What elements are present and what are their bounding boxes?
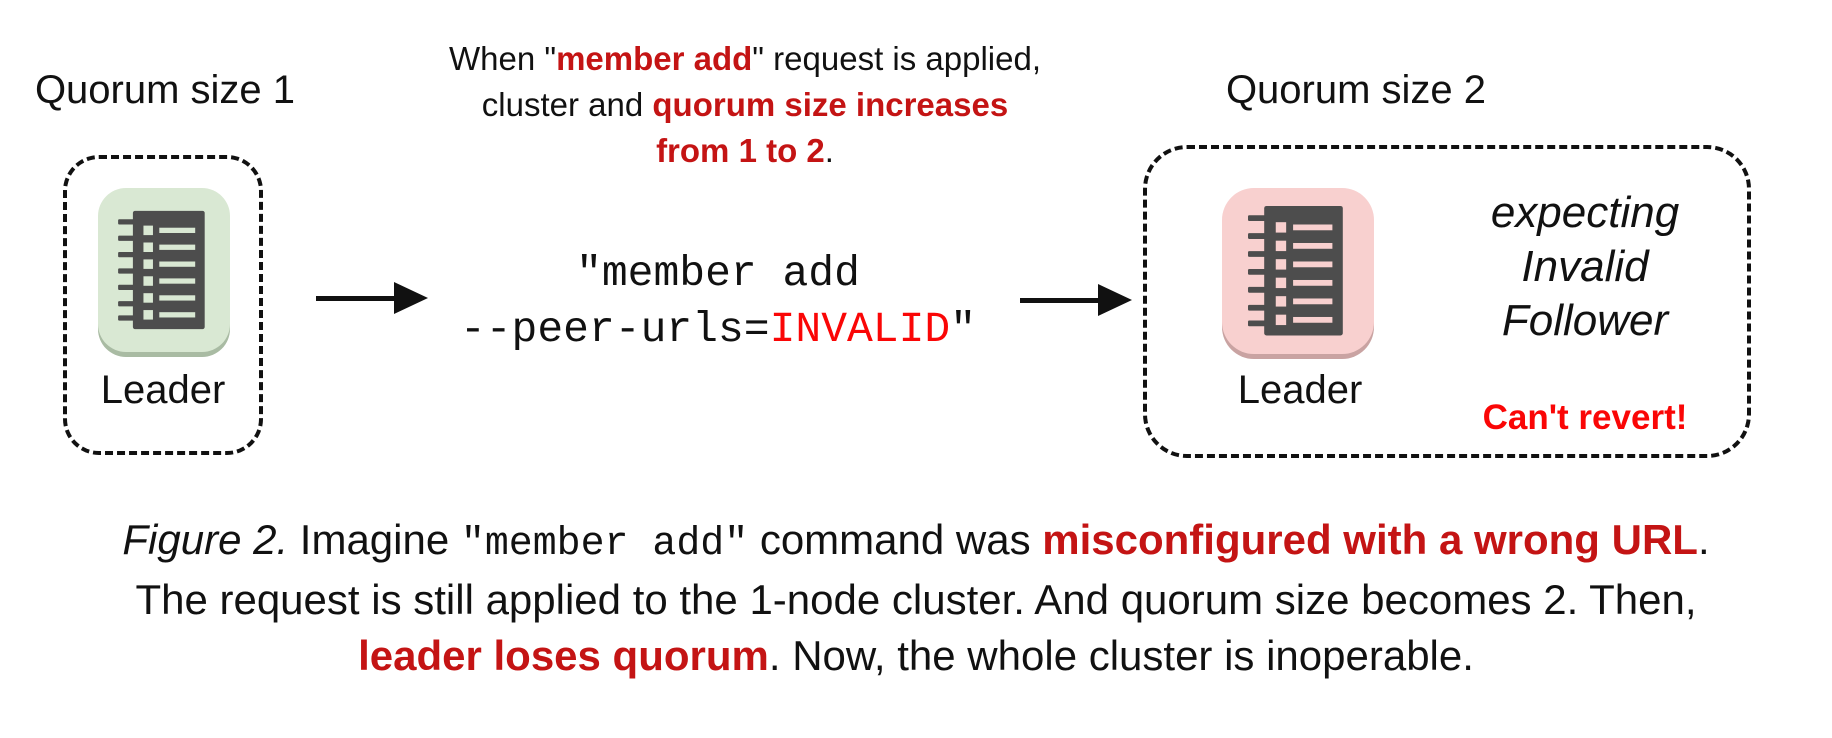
text-segment: " <box>950 305 977 354</box>
member-add-note: When "member add" request is applied, cl… <box>365 36 1125 174</box>
arrow-shaft <box>1020 297 1098 303</box>
text-segment: INVALID <box>769 305 951 354</box>
right-cluster-title: Quorum size 2 <box>1225 68 1487 112</box>
expecting-line: Invalid <box>1521 242 1649 291</box>
arrow-right-icon <box>316 282 428 314</box>
text-segment: " request is applied, <box>752 40 1042 77</box>
text-segment: . <box>824 132 834 169</box>
text-segment: The request is still applied to the 1-no… <box>135 576 1697 623</box>
text-segment: --peer-urls= <box>459 305 770 354</box>
expecting-follower-note: expecting Invalid Follower <box>1420 186 1750 348</box>
command-line1: "member add <box>420 246 1016 302</box>
text-segment: quorum size increases <box>652 86 1009 123</box>
arrow-head <box>1098 284 1132 316</box>
text-segment: member add <box>556 40 753 77</box>
text-segment: "member add <box>576 249 860 298</box>
arrow-head <box>394 282 428 314</box>
text-segment: "member add" <box>460 521 749 566</box>
text-segment: Figure 2. <box>122 516 289 563</box>
text-segment: When " <box>448 40 557 77</box>
text-segment: . Now, the whole cluster is inoperable. <box>768 632 1474 679</box>
text-segment: leader loses quorum <box>358 632 769 679</box>
text-segment: . <box>1697 516 1710 563</box>
caption-line2: The request is still applied to the 1-no… <box>0 572 1832 628</box>
cant-revert-warning: Can't revert! <box>1482 398 1688 437</box>
text-segment: command was <box>748 516 1043 563</box>
text-segment: misconfigured with a wrong URL <box>1042 516 1698 563</box>
left-cluster-title: Quorum size 1 <box>34 68 296 112</box>
leader-node-tile-pink <box>1222 188 1374 354</box>
caption-line1: Figure 2. Imagine "member add" command w… <box>0 512 1832 572</box>
member-add-note-line1: When "member add" request is applied, <box>365 36 1125 82</box>
figure-caption: Figure 2. Imagine "member add" command w… <box>0 512 1832 684</box>
caption-line3: leader loses quorum. Now, the whole clus… <box>0 628 1832 684</box>
arrow-right-icon <box>1020 284 1132 316</box>
expecting-line: Follower <box>1501 296 1669 345</box>
etcd-log-icon <box>1248 206 1344 336</box>
left-leader-label: Leader <box>100 368 226 412</box>
member-add-note-line2: cluster and quorum size increases <box>365 82 1125 128</box>
text-segment: from 1 to 2 <box>656 132 825 169</box>
member-add-command: "member add --peer-urls=INVALID" <box>420 246 1016 358</box>
etcd-log-icon <box>118 210 206 330</box>
leader-node-tile-green <box>98 188 230 352</box>
right-cluster-box <box>1143 145 1751 458</box>
command-line2: --peer-urls=INVALID" <box>420 302 1016 358</box>
member-add-note-line3: from 1 to 2. <box>365 128 1125 174</box>
text-segment: Imagine <box>288 516 461 563</box>
arrow-shaft <box>316 295 394 301</box>
left-cluster-box <box>63 155 263 455</box>
right-leader-label: Leader <box>1237 368 1363 412</box>
text-segment: cluster and <box>481 86 653 123</box>
expecting-line: expecting <box>1490 188 1680 237</box>
